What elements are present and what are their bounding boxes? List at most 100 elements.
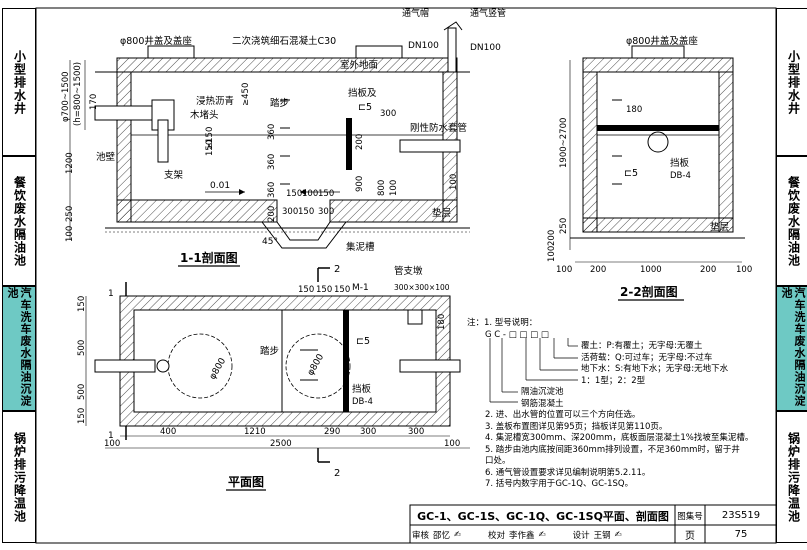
plan-view: 平面图 2 2 1 1 管支墩 300×300×100 M-1 踏步 φ800 …: [77, 264, 470, 491]
review-label: 审核: [412, 530, 430, 541]
plan-dim-b-2: 290: [324, 427, 340, 437]
plan-dim-left-2: 500: [77, 384, 87, 400]
s22-baffle-ref: ⊏5: [624, 168, 638, 179]
s22-baffle: 挡板: [670, 157, 690, 169]
plan-dim-left-3: 150: [77, 408, 87, 424]
plan-baffle-ref: ⊏5: [356, 336, 370, 347]
s11-ground: 室外地面: [340, 59, 378, 71]
notes-head: 注：1. 型号说明：: [467, 318, 538, 328]
check-name: 李作鑫: [509, 530, 535, 541]
s11-baffle-ref: ⊏5: [358, 102, 372, 113]
s11-dim-14: 200: [355, 134, 365, 150]
section-2-2: 2-2剖面图 φ800井盖及盖座 180 ⊏5 挡板 DB-4 垫层 1900~…: [547, 35, 752, 301]
s11-cover-label: φ800井盖及盖座: [120, 35, 192, 47]
plan-dim-b-4: 300: [408, 427, 424, 437]
titleblock-page-no: 75: [734, 529, 748, 540]
s22-cushion: 垫层: [710, 221, 729, 233]
s11-plug: 木堵头: [190, 109, 219, 121]
note-list-7: 7. 括号内数字用于GC-1Q、GC-1SQ。: [485, 479, 634, 489]
s11-dim-23: 150: [298, 207, 314, 217]
plan-dim-right: 180: [437, 314, 447, 330]
sidebar-item-carwash-separator[interactable]: 汽车洗车废水隔油沉淀池: [2, 286, 36, 411]
note-item-type: 1：1型；2：2型: [581, 375, 646, 386]
note-item-concrete: 钢筋混凝土: [521, 398, 564, 409]
s22-baffle-code: DB-4: [670, 171, 691, 181]
s11-dim-9: 360: [267, 182, 277, 198]
note-item-load: 活荷载：Q:可过车；无字母:不过车: [581, 352, 713, 363]
s11-asphalt: 浸热沥青: [196, 95, 234, 107]
s11-dim-16: 800: [377, 180, 387, 196]
s11-slope: 0.01: [210, 181, 230, 191]
s22-dim-v-0: 1900~2700: [559, 118, 569, 168]
review-signature: ✍: [454, 529, 462, 540]
plan-cut-left-bottom: 1: [108, 431, 114, 441]
plan-pipe-pier: 管支墩: [394, 265, 423, 277]
s22-dim-h-3: 200: [700, 265, 716, 275]
s11-vent-cap: 通气帽: [402, 7, 429, 19]
s22-cover-label: φ800井盖及盖座: [626, 35, 698, 47]
s11-dim-5: 250: [65, 206, 75, 222]
title-block: [409, 504, 777, 544]
plan-dim-left-0: 150: [77, 296, 87, 312]
s11-vent-pipe-dn: DN100: [470, 43, 501, 53]
s11-dim-6: 100: [65, 226, 75, 242]
plan-dim-b2-0: 100: [104, 439, 120, 449]
titleblock-page-label: 页: [685, 531, 695, 542]
s11-vent-cap-dn: DN100: [408, 41, 439, 51]
design-signature: ✍: [614, 529, 622, 540]
plan-m1: M-1: [352, 283, 369, 293]
s11-dim-10: 200: [267, 206, 277, 222]
check-signature: ✍: [538, 529, 546, 540]
plan-step: 踏步: [260, 345, 279, 357]
s11-angle: 45°: [262, 237, 278, 247]
s11-dim-1: (h=800~1500): [73, 62, 83, 126]
notes-model-code: G C - □ □ □ □: [485, 329, 549, 340]
titleblock-atlas-no: 23S519: [721, 510, 761, 521]
plan-cut-top: 2: [334, 264, 340, 275]
s11-dim-3: ≥450: [241, 83, 251, 106]
s11-baffle: 挡板及: [348, 87, 377, 99]
plan-cut-left-top: 1: [108, 289, 114, 299]
s11-dim-17: 100: [389, 180, 399, 196]
notes-block: 注：1. 型号说明： G C - □ □ □ □ 覆土：P:有覆土；无字母:无覆…: [467, 318, 753, 491]
plan-baffle: 挡板: [352, 383, 372, 395]
note-item-cover: 覆土：P:有覆土；无字母:无覆土: [581, 341, 703, 351]
s22-dim180: 180: [626, 105, 642, 115]
s22-title: 2-2剖面图: [620, 284, 678, 299]
s22-dim-h-2: 1000: [640, 265, 662, 275]
s11-dim-4: 1200: [65, 152, 75, 174]
s11-dim-20: 100: [302, 189, 318, 199]
s11-cushion: 垫层: [432, 207, 451, 219]
sidebar-right-carwash-separator[interactable]: 汽车洗车废水隔油沉淀池: [776, 286, 807, 411]
s11-dim-18: 100: [449, 174, 459, 190]
plan-dim-b2-2: 100: [444, 439, 460, 449]
design-name: 王钢: [593, 530, 611, 541]
plan-dim-left-1: 500: [77, 340, 87, 356]
note-list-2: 2. 进、出水管的位置可以三个方向任选。: [485, 410, 641, 420]
s11-step: 踏步: [270, 97, 289, 109]
note-list-5b: 口处。: [485, 456, 511, 466]
titleblock-atlas-label: 图集号: [677, 511, 703, 522]
plan-dim-top-0: 150: [298, 285, 314, 295]
titleblock-title: GC-1、GC-1S、GC-1Q、GC-1SQ平面、剖面图: [417, 509, 669, 523]
s22-dim-h-1: 200: [590, 265, 606, 275]
plan-dim-b-0: 400: [160, 427, 176, 437]
note-list-4: 4. 集泥槽宽300mm、深200mm，底板面层混凝土1%找坡至集泥槽。: [485, 433, 754, 443]
s11-dim-2: 170: [89, 94, 99, 110]
plan-baffle-code: DB-4: [352, 397, 373, 407]
s11-title: 1-1剖面图: [180, 250, 238, 265]
s11-dim-11: 150: [205, 140, 215, 156]
plan-dim-top-1: 150: [316, 285, 332, 295]
review-name: 邵忆: [433, 530, 451, 541]
note-item-groundwater: 地下水：S:有地下水；无字母:无地下水: [581, 364, 729, 374]
note-list-5: 5. 踏步由池内底按间距360mm排列设置，不足360mm时，留于井: [485, 444, 740, 455]
s11-dim-22: 300: [282, 207, 298, 217]
note-list-6: 6. 通气管设置要求详见编制说明第5.2.11。: [485, 467, 651, 478]
s22-dim-v-1: 250: [559, 218, 569, 234]
s11-dim-21: 150: [318, 189, 334, 199]
s11-wall: 池壁: [96, 151, 116, 163]
titleblock-row2: 审核 邵忆 ✍ 校对 李作鑫 ✍ 设计 王钢 ✍: [412, 526, 674, 543]
plan-pier-size: 300×300×100: [394, 283, 450, 292]
s11-sleeve: 刚性防水套管: [410, 122, 467, 134]
